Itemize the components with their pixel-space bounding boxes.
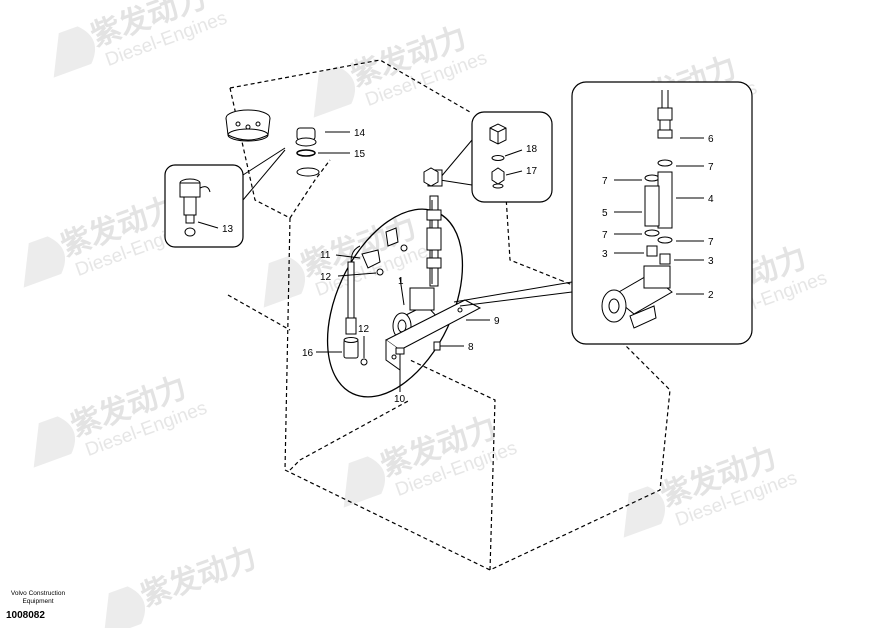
screw-top xyxy=(400,244,408,252)
strainer-basket xyxy=(225,109,271,142)
vent-adapter xyxy=(491,167,505,189)
filler-cap xyxy=(295,127,317,147)
callout-12b: 12 xyxy=(358,324,370,335)
leader-18 xyxy=(504,149,523,157)
leader-11 xyxy=(335,254,361,259)
leader-1 xyxy=(399,277,405,306)
callout-11: 11 xyxy=(320,250,331,261)
callout-16: 16 xyxy=(302,348,314,359)
tank-outline xyxy=(227,59,671,571)
watermark-logo-icon xyxy=(23,236,65,288)
inset-box-pump-detail: 6 7 7 4 5 7 7 3 3 2 xyxy=(453,81,753,345)
callout-18: 18 xyxy=(526,144,538,155)
inset-box-17-18: 18 17 xyxy=(439,111,553,203)
level-sensor xyxy=(179,178,211,237)
watermark-cn: 紫发动力 xyxy=(136,540,261,614)
o-ring-seal xyxy=(296,149,316,157)
callout-5: 5 xyxy=(602,208,608,219)
watermark-logo-icon xyxy=(623,486,665,538)
watermark-logo-icon xyxy=(263,256,305,308)
pump-assembly xyxy=(385,167,482,371)
callout-3b: 3 xyxy=(708,256,714,267)
leader-13 xyxy=(197,221,219,229)
watermark-logo-icon xyxy=(53,26,95,78)
footer-company: Volvo Construction Equipment xyxy=(10,590,66,606)
screw-12-top xyxy=(376,268,384,276)
callout-9: 9 xyxy=(494,316,500,327)
callout-1: 1 xyxy=(398,276,404,287)
screw-12-bottom xyxy=(360,358,368,366)
callout-12a: 12 xyxy=(320,272,332,283)
callout-17: 17 xyxy=(526,166,538,177)
watermark-logo-icon xyxy=(103,586,145,628)
callout-3a: 3 xyxy=(602,249,608,260)
callout-15: 15 xyxy=(354,149,366,160)
callout-6: 6 xyxy=(708,134,714,145)
bolt-10 xyxy=(395,347,405,355)
hose-line xyxy=(345,245,361,335)
callout-4: 4 xyxy=(708,194,714,205)
leader-12a xyxy=(337,272,377,277)
leader-17 xyxy=(505,170,523,176)
watermark-logo-icon xyxy=(33,416,75,468)
drawing-number: 1008082 xyxy=(6,610,45,621)
inset-box-13: 13 xyxy=(164,147,286,248)
vent-o-ring xyxy=(491,155,505,161)
callout-8: 8 xyxy=(468,342,474,353)
callout-7d: 7 xyxy=(708,237,714,248)
pump-detail-parts xyxy=(601,90,673,329)
watermark-logo-icon xyxy=(343,456,385,508)
hose-clip xyxy=(361,227,399,269)
inline-filter xyxy=(343,337,359,359)
footer-company-line1: Volvo Construction xyxy=(10,590,66,597)
callout-7c: 7 xyxy=(602,230,608,241)
filler-neck xyxy=(296,167,320,177)
callout-14: 14 xyxy=(354,128,366,139)
callout-10: 10 xyxy=(394,394,406,405)
watermark-logo-icon xyxy=(313,66,355,118)
callout-13: 13 xyxy=(222,224,234,235)
vent-cap xyxy=(489,123,507,145)
callout-7b: 7 xyxy=(602,176,608,187)
footer-company-line2: Equipment xyxy=(22,598,54,605)
callout-2: 2 xyxy=(708,290,714,301)
callout-7a: 7 xyxy=(708,162,714,173)
